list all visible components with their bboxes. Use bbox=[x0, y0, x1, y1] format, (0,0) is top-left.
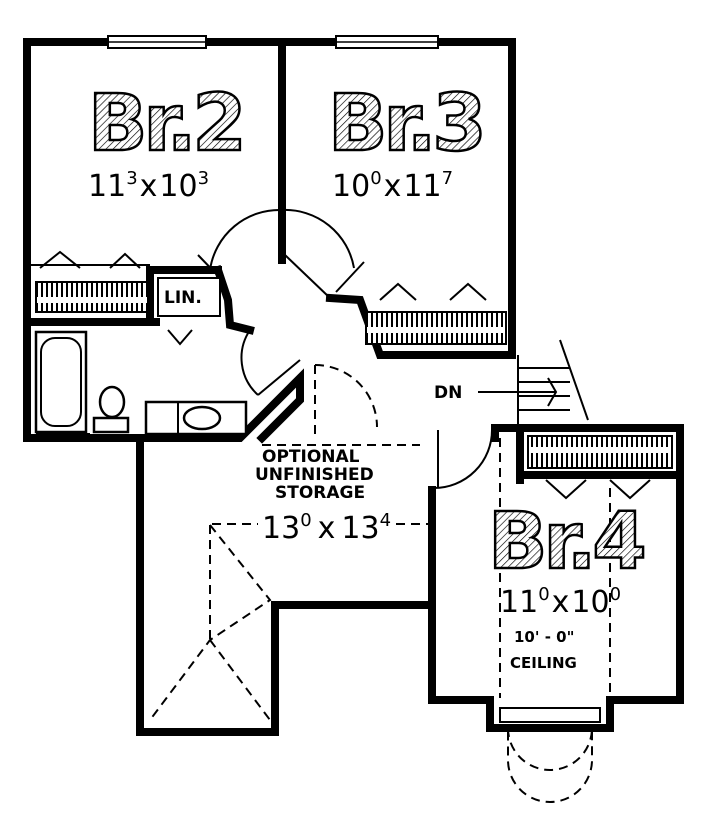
room-br4: Br.4 110x100 10' - 0" CEILING bbox=[487, 496, 649, 672]
vanity bbox=[144, 400, 248, 436]
room-name-br3: Br.3 bbox=[328, 79, 483, 169]
linen-label: LIN. bbox=[164, 288, 202, 308]
room-br2: Br.2 113x103 bbox=[87, 78, 248, 204]
storage-roof-lines bbox=[149, 444, 432, 721]
exterior-walls bbox=[23, 38, 684, 736]
room-dims-br3: 100x117 bbox=[332, 168, 453, 204]
ceiling-height: 10' - 0" bbox=[514, 628, 574, 646]
bathtub bbox=[34, 330, 90, 435]
storage-line1: OPTIONAL bbox=[262, 447, 360, 467]
window-br4-bay bbox=[499, 707, 601, 803]
toilet bbox=[92, 385, 130, 434]
window-br2 bbox=[107, 35, 207, 49]
room-name-br2: Br.2 bbox=[88, 79, 243, 169]
window-br3 bbox=[335, 35, 439, 49]
ceiling-label: CEILING bbox=[510, 654, 577, 672]
room-dims-br4: 110x100 bbox=[500, 584, 621, 620]
closet-br2 bbox=[35, 250, 149, 313]
br4-vault-lines bbox=[499, 438, 611, 698]
linen-closet: LIN. bbox=[157, 277, 221, 346]
storage-line3: STORAGE bbox=[275, 483, 365, 503]
door-swings bbox=[197, 208, 493, 489]
closet-br4 bbox=[516, 426, 676, 500]
storage-line2: UNFINISHED bbox=[255, 465, 374, 485]
room-dims-br2: 113x103 bbox=[88, 168, 209, 204]
room-name-br4: Br.4 bbox=[488, 497, 643, 587]
room-br3: Br.3 100x117 bbox=[327, 78, 488, 204]
stair: DN bbox=[434, 339, 589, 428]
stair-label: DN bbox=[434, 383, 462, 403]
closet-br3 bbox=[365, 282, 507, 345]
